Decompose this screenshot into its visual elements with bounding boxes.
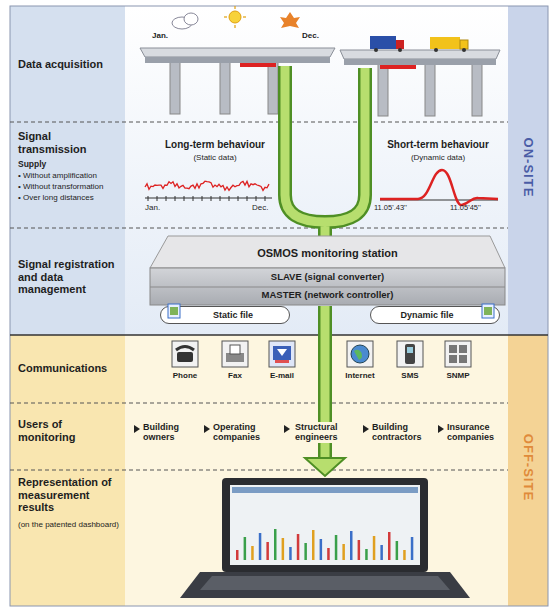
comm-label: SNMP	[438, 340, 478, 380]
axis-label: Dec.	[252, 203, 268, 212]
comm-symbol	[396, 340, 424, 368]
file-icon	[481, 303, 495, 319]
zone-label: OFF-SITE	[521, 425, 536, 509]
row-label: Signal registration and data management	[18, 258, 118, 296]
chart-subtitle: (Static data)	[152, 153, 278, 162]
user-label: Insurance companies	[447, 422, 505, 443]
supply-heading: Supply	[18, 160, 118, 170]
supply-item: • Without amplification	[18, 171, 123, 180]
monitoring-station: OSMOS monitoring stationSLAVE (signal co…	[150, 236, 505, 328]
month-label: Jan.	[152, 31, 168, 40]
file-box: Dynamic file	[370, 306, 500, 324]
month-label: Dec.	[302, 31, 319, 40]
comm-label: Phone	[165, 340, 205, 380]
user-label: Structural engineers	[293, 422, 361, 443]
file-icon	[167, 303, 181, 319]
axis-label: 11.05'45''	[450, 204, 481, 213]
user-label: Building owners	[143, 422, 201, 443]
supply-item: • Without transformation	[18, 182, 123, 191]
row-label: Representation of measurement results	[18, 476, 118, 514]
user-label: Operating companies	[213, 422, 277, 443]
comm-symbol	[268, 340, 296, 368]
chart-subtitle: (Dynamic data)	[376, 153, 500, 162]
comm-symbol	[171, 340, 199, 368]
file-box: Static file	[160, 306, 290, 324]
chart-title: Short-term behaviour	[376, 139, 500, 151]
comm-label: E-mail	[262, 340, 302, 380]
comm-icon: E-mail	[262, 340, 302, 380]
station-layer: SLAVE (signal converter)	[150, 271, 505, 282]
comm-symbol	[444, 340, 472, 368]
axis-label: Jan.	[145, 203, 160, 212]
row-label: Users of monitoring	[18, 418, 118, 443]
file-label: Dynamic file	[371, 307, 499, 323]
comm-symbol	[221, 340, 249, 368]
zone-label: ON-SITE	[521, 125, 536, 209]
row-note: (on the patented dashboard)	[18, 520, 123, 529]
axis-label: 11.05'.43''	[374, 204, 407, 213]
comm-icon: Phone	[165, 340, 205, 380]
station-title: OSMOS monitoring station	[150, 247, 505, 259]
row-label: Data acquisition	[18, 58, 118, 71]
row-label: Communications	[18, 362, 123, 375]
comm-icon: SNMP	[438, 340, 478, 380]
comm-label: Internet	[340, 340, 380, 380]
comm-label: Fax	[215, 340, 255, 380]
chart-title: Long-term behaviour	[152, 139, 278, 151]
station-layer: MASTER (network controller)	[150, 289, 505, 300]
row-label: Signal transmission	[18, 130, 118, 155]
user-label: Building contractors	[372, 422, 434, 443]
comm-icon: Internet	[340, 340, 380, 380]
comm-icon: Fax	[215, 340, 255, 380]
file-label: Static file	[161, 307, 289, 323]
supply-item: • Over long distances	[18, 193, 123, 202]
comm-icon: SMS	[390, 340, 430, 380]
comm-symbol	[346, 340, 374, 368]
comm-label: SMS	[390, 340, 430, 380]
